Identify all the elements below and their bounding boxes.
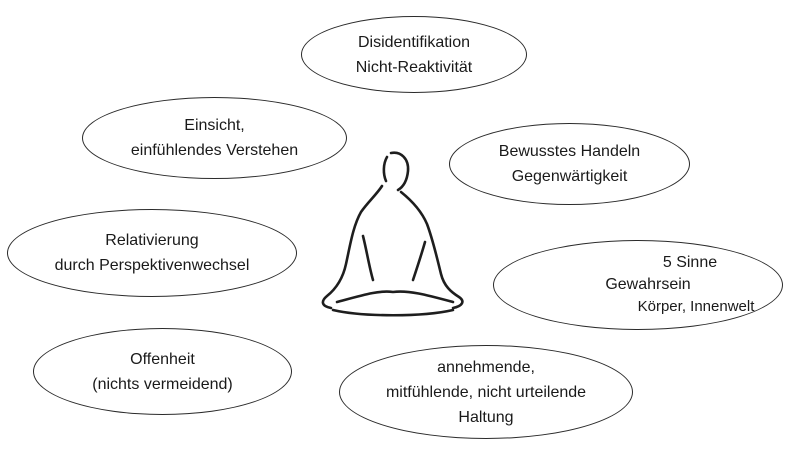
concept-line: Disidentifikation [357,33,471,51]
concept-line: einfühlendes Verstehen [130,142,299,159]
concept-line: Bewusstes Handeln [498,143,641,160]
concept-line: durch Perspektivenwechsel [54,257,250,274]
concept-einsicht: Einsicht, einfühlendes Verstehen [82,97,347,179]
concept-line: (nichts vermeidend) [92,375,233,393]
concept-line: Haltung [458,408,514,426]
meditating-figure-icon [321,151,464,317]
concept-line: Einsicht, [184,117,245,134]
concept-relativierung: Relativierung durch Perspektivenwechsel [7,209,297,297]
concept-line: Nicht-Reaktivität [355,58,473,76]
concept-offenheit: Offenheit (nichts vermeidend) [33,328,292,415]
concept-line: Gewahrsein [605,276,691,293]
concept-disidentifikation: Disidentifikation Nicht-Reaktivität [301,16,527,93]
concept-bewusstes-handeln: Bewusstes Handeln Gegenwärtigkeit [449,123,690,205]
concept-annehmende-haltung: annehmende, mitfühlende, nicht urteilend… [339,345,633,439]
concept-line: 5 Sinne [662,254,718,271]
concept-line: Gegenwärtigkeit [511,168,628,185]
concept-line: mitfühlende, nicht urteilende [385,383,587,401]
concept-line: Relativierung [105,232,199,249]
concept-line: Körper, Innenwelt [637,298,755,315]
concept-line: annehmende, [437,358,535,376]
concept-line: Offenheit [130,350,195,368]
concept-sinne-gewahrsein: 5 Sinne Gewahrsein Körper, Innenwelt [493,240,783,330]
